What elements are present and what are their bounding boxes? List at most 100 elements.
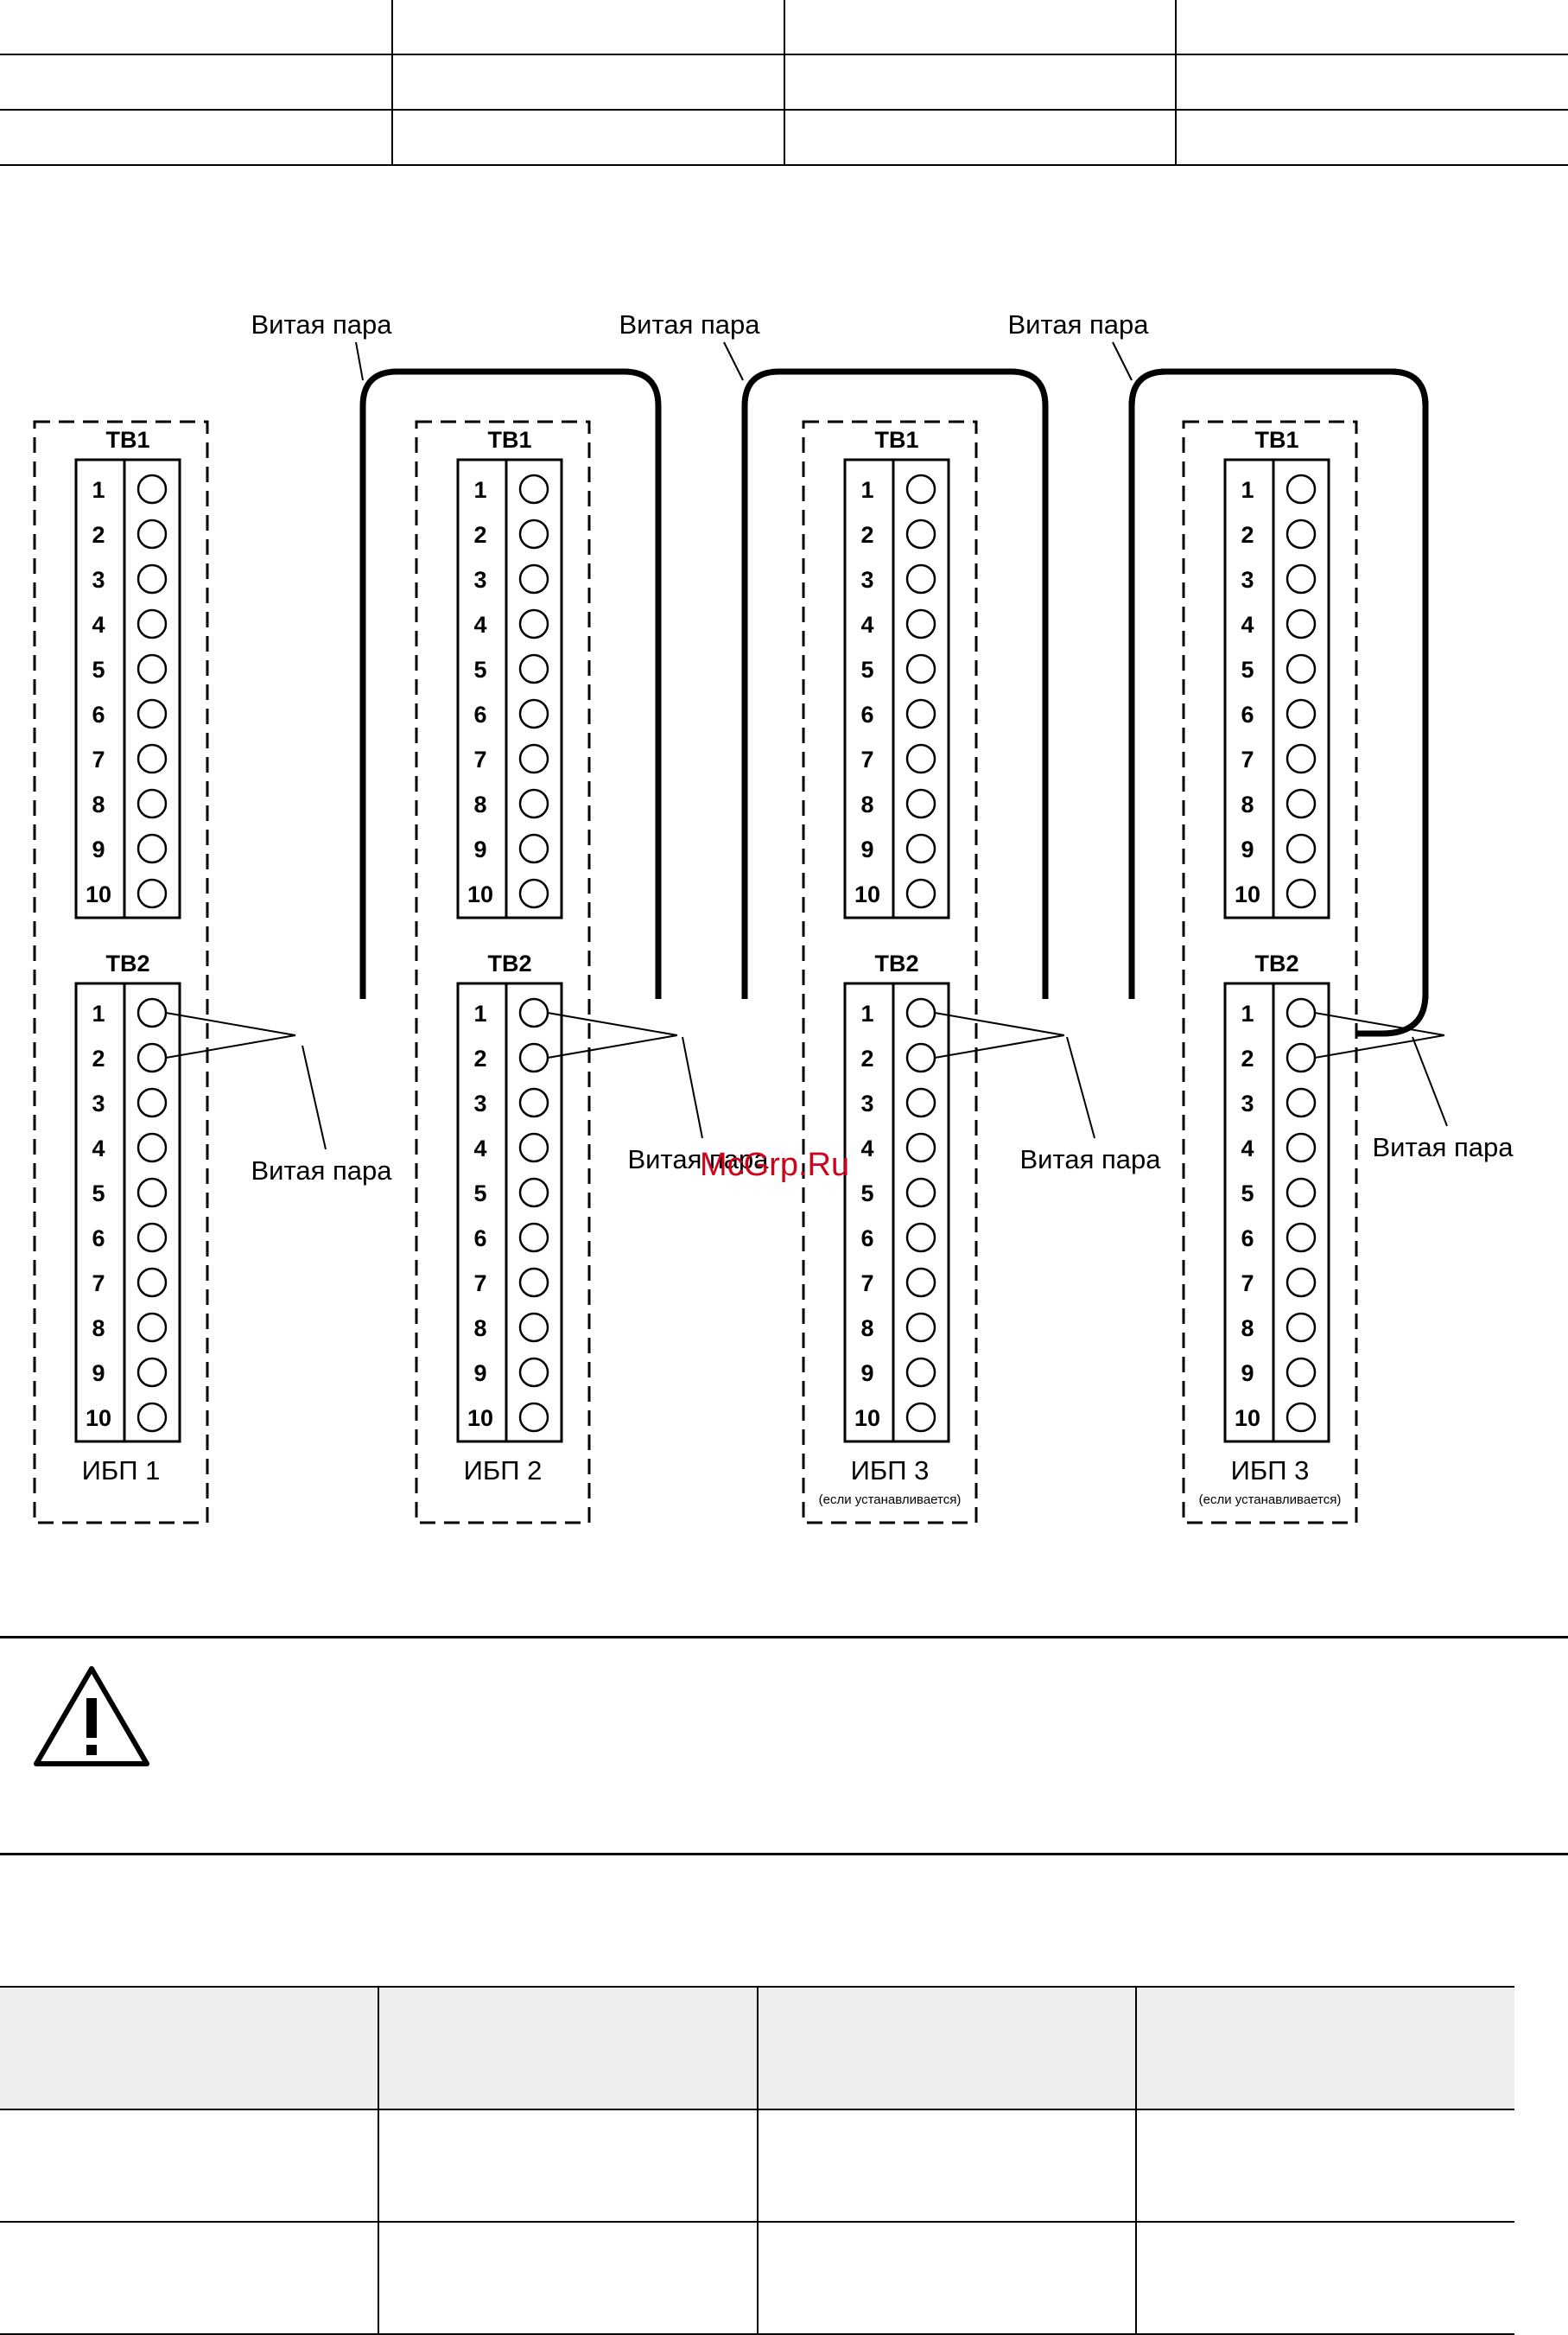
terminal-number: 8: [92, 792, 105, 818]
watermark: McGrp.Ru: [700, 1147, 850, 1183]
top-table: [0, 0, 1568, 166]
terminal-number: 10: [86, 881, 111, 907]
terminal-screw-4: [136, 1132, 168, 1163]
terminal-number: 2: [1241, 522, 1254, 548]
terminal-number: 7: [860, 747, 873, 773]
terminal-screw-8: [905, 1312, 936, 1343]
terminal-number: 3: [860, 567, 873, 593]
terminal-screw-6: [136, 1222, 168, 1253]
terminal-number: 6: [860, 1225, 873, 1251]
terminal-block-frame: [456, 458, 563, 919]
terminal-number: 2: [92, 522, 105, 548]
terminal-number: 1: [92, 1001, 105, 1027]
twisted-pair-cable-end: [1128, 368, 1429, 1037]
terminal-screw-7: [518, 1267, 549, 1298]
terminal-number: 2: [92, 1046, 105, 1072]
terminal-screw-8: [518, 1312, 549, 1343]
terminal-number: 8: [1241, 792, 1254, 818]
terminal-screw-4: [518, 1132, 549, 1163]
leader-line: [1066, 1036, 1095, 1139]
terminal-screw-7: [905, 743, 936, 774]
terminal-screw-6: [518, 698, 549, 729]
terminal-screw-1: [518, 474, 549, 505]
terminal-screw-5: [518, 1177, 549, 1208]
terminal-screw-2: [1286, 1042, 1317, 1073]
terminal-screw-7: [905, 1267, 936, 1298]
terminal-number: 9: [1241, 1360, 1254, 1386]
twisted-pair-cable: [1128, 368, 1429, 999]
terminal-screw-8: [518, 788, 549, 819]
terminal-number: 3: [1241, 567, 1254, 593]
terminal-screw-10: [136, 1402, 168, 1433]
wire-terminal-1: [165, 1012, 296, 1036]
terminal-screw-3: [136, 563, 168, 595]
twisted-pair-cable: [741, 368, 1049, 999]
terminal-screw-2: [136, 1042, 168, 1073]
terminal-number: 8: [860, 792, 873, 818]
terminal-screw-10: [518, 1402, 549, 1433]
terminal-screw-1: [1286, 997, 1317, 1028]
terminal-number: 9: [860, 837, 873, 862]
terminal-number: 1: [473, 1001, 486, 1027]
terminal-screw-7: [1286, 743, 1317, 774]
terminal-screw-5: [1286, 1177, 1317, 1208]
terminal-screw-6: [905, 1222, 936, 1253]
terminal-number: 9: [92, 1360, 105, 1386]
terminal-screw-6: [136, 698, 168, 729]
warning-bottom-rule: [0, 1853, 1568, 1855]
terminal-number: 8: [92, 1315, 105, 1341]
terminal-screw-5: [905, 653, 936, 684]
terminal-block-frame: [74, 982, 181, 1443]
warning-top-rule: [0, 1636, 1568, 1638]
terminal-number: 10: [467, 881, 493, 907]
terminal-screw-3: [518, 1087, 549, 1118]
terminal-number: 5: [92, 1180, 105, 1206]
terminal-screw-9: [1286, 1357, 1317, 1388]
terminal-number: 6: [860, 702, 873, 728]
terminal-number: 7: [1241, 747, 1254, 773]
leader-line: [355, 341, 364, 381]
leader-line: [302, 1045, 327, 1150]
terminal-screw-6: [518, 1222, 549, 1253]
terminal-screw-9: [1286, 833, 1317, 864]
terminal-screw-1: [136, 997, 168, 1028]
terminal-number: 4: [473, 612, 486, 638]
ups-unit-name: ИБП 2: [464, 1455, 543, 1486]
terminal-screw-8: [136, 788, 168, 819]
terminal-screw-9: [905, 1357, 936, 1388]
ups-unit-name: ИБП 3: [851, 1455, 930, 1486]
terminal-screw-4: [1286, 608, 1317, 639]
terminal-number: 1: [473, 477, 486, 503]
terminal-number: 7: [860, 1270, 873, 1296]
terminal-screw-9: [136, 833, 168, 864]
ups-unit-note: (если устанавливается): [1199, 1492, 1342, 1507]
terminal-screw-10: [1286, 1402, 1317, 1433]
terminal-number: 10: [1235, 1405, 1260, 1431]
terminal-block-title: TB1: [874, 427, 918, 453]
leader-line: [723, 341, 744, 381]
terminal-number: 4: [860, 612, 873, 638]
terminal-screw-2: [905, 519, 936, 550]
terminal-screw-3: [1286, 563, 1317, 595]
cable-label: Витая пара: [251, 309, 393, 340]
terminal-number: 3: [1241, 1091, 1254, 1117]
terminal-number: 1: [860, 477, 873, 503]
terminal-screw-6: [1286, 698, 1317, 729]
terminal-number: 10: [86, 1405, 111, 1431]
terminal-number: 5: [860, 657, 873, 683]
leader-line: [1112, 341, 1133, 381]
terminal-screw-5: [1286, 653, 1317, 684]
terminal-screw-10: [905, 878, 936, 909]
terminal-screw-8: [136, 1312, 168, 1343]
terminal-number: 2: [473, 522, 486, 548]
terminal-number: 5: [1241, 657, 1254, 683]
terminal-number: 7: [1241, 1270, 1254, 1296]
terminal-screw-9: [518, 1357, 549, 1388]
terminal-screw-4: [136, 608, 168, 639]
terminal-block-title: TB1: [105, 427, 149, 453]
terminal-number: 4: [473, 1136, 486, 1161]
terminal-screw-9: [136, 1357, 168, 1388]
